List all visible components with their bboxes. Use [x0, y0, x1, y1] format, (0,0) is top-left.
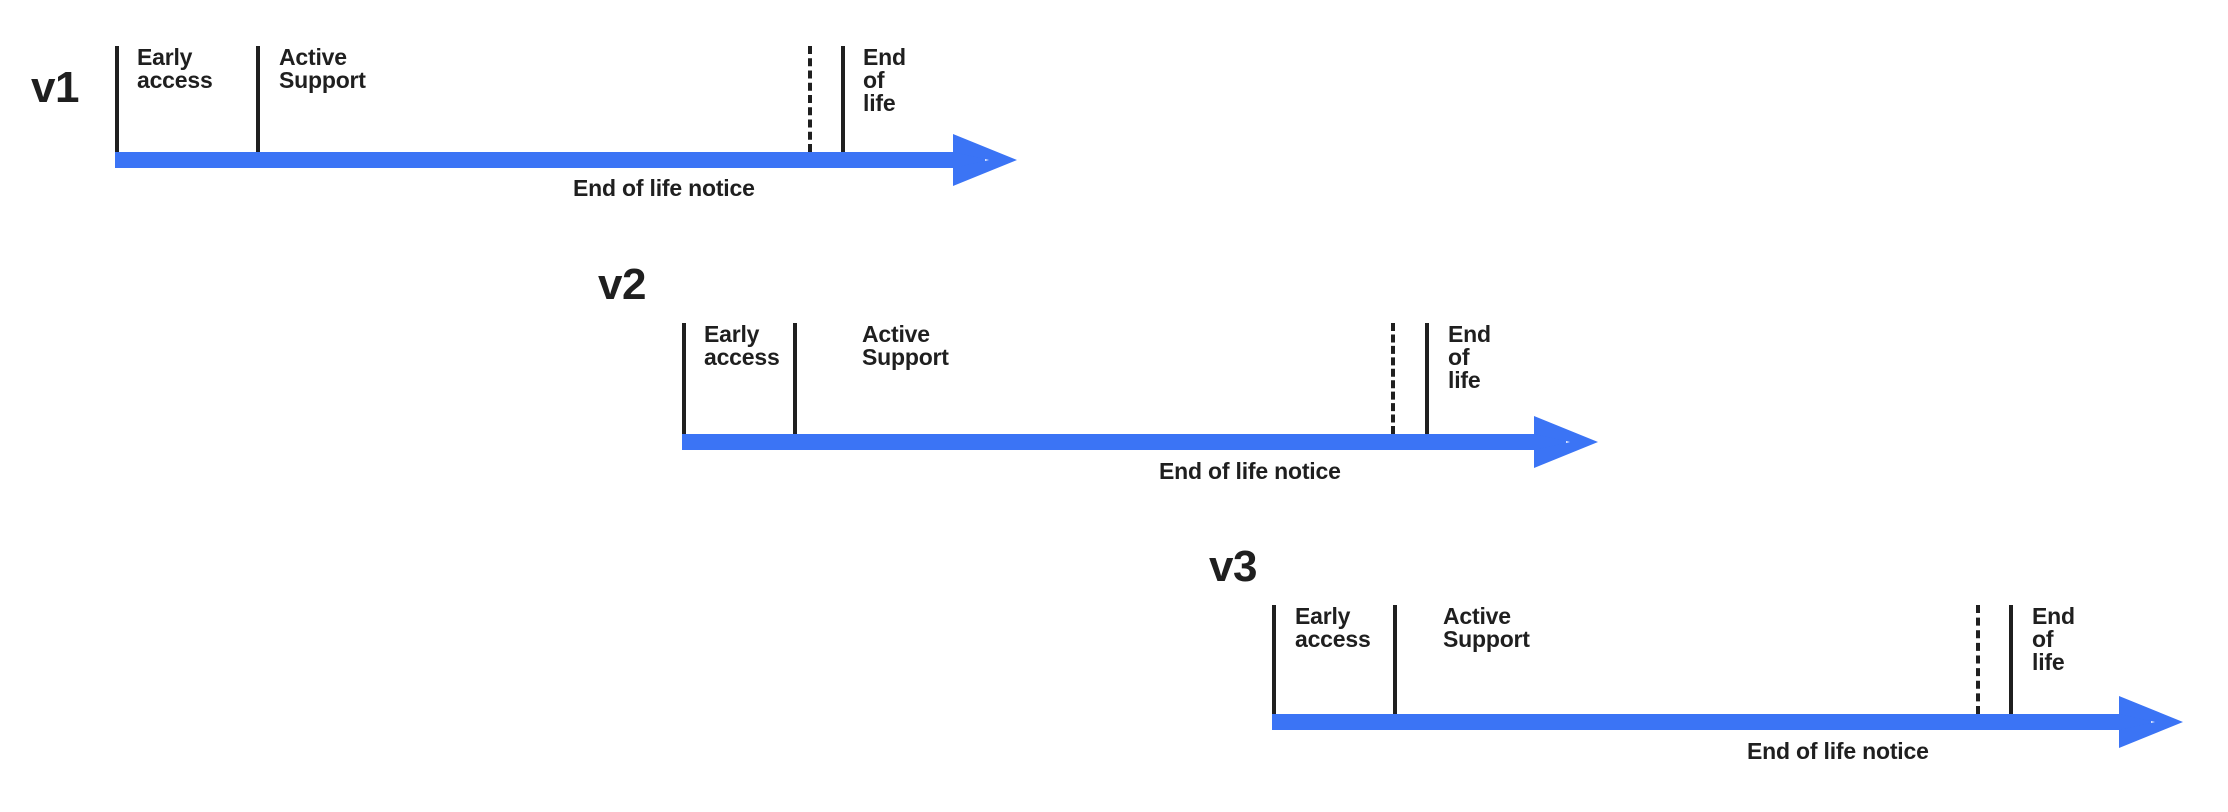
end-of-life-notice-label: End of life notice: [1747, 738, 1929, 764]
phase-label-early-access: Early access: [1295, 603, 1371, 652]
phase-boundary-tick-solid: [2009, 605, 2013, 714]
phase-label-end-of-life: End of life: [1448, 321, 1491, 393]
phase-boundary-tick-solid: [1272, 605, 1276, 714]
phase-label-active-support: Active Support: [862, 321, 949, 370]
version-label-v1: v1: [31, 63, 79, 112]
phase-boundary-tick-solid: [256, 46, 260, 152]
timeline-track-v1: [115, 152, 985, 168]
phase-boundary-tick-solid: [1425, 323, 1429, 434]
phase-label-early-access: Early access: [137, 44, 213, 93]
phase-label-early-access: Early access: [704, 321, 780, 370]
timeline-track-v2: [682, 434, 1566, 450]
phase-boundary-tick-solid: [682, 323, 686, 434]
phase-boundary-tick-solid: [841, 46, 845, 152]
end-of-life-notice-label: End of life notice: [573, 175, 755, 201]
phase-label-end-of-life: End of life: [2032, 603, 2075, 675]
phase-boundary-tick-dashed: [808, 46, 812, 152]
version-label-v2: v2: [598, 260, 646, 309]
phase-label-active-support: Active Support: [1443, 603, 1530, 652]
end-of-life-notice-label: End of life notice: [1159, 458, 1341, 484]
timeline-track-v3: [1272, 714, 2151, 730]
phase-boundary-tick-solid: [115, 46, 119, 152]
phase-boundary-tick-dashed: [1976, 605, 1980, 714]
phase-boundary-tick-dashed: [1391, 323, 1395, 434]
phase-label-active-support: Active Support: [279, 44, 366, 93]
phase-label-end-of-life: End of life: [863, 44, 906, 116]
version-label-v3: v3: [1209, 542, 1257, 591]
phase-boundary-tick-solid: [793, 323, 797, 434]
phase-boundary-tick-solid: [1393, 605, 1397, 714]
